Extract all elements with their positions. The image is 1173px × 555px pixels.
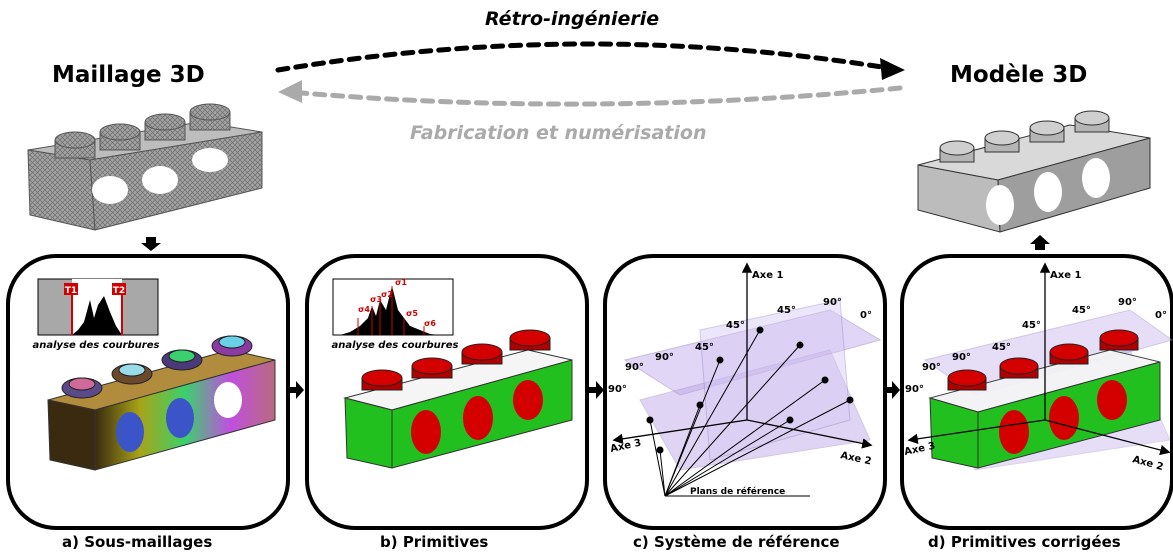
peak-label-2: σ2 [381,290,393,299]
angle-label-d7: 90° [922,362,941,373]
planes-label: Plans de référence [690,486,785,497]
angle-label-3: 90° [823,297,842,308]
panel-c-plane-markers [646,326,854,497]
axis-1-label: Axe 1 [752,270,783,281]
panel-b-histogram: σ1 σ2 σ3 σ4 σ5 σ6 [332,278,454,336]
angle-label-6: 90° [655,352,674,363]
reverse-engineering-arrow [275,41,903,73]
panel-c-caption: c) Système de référence [633,533,840,551]
panel-a-histogram-label: analyse des courbures [33,340,160,351]
right-title: Modèle 3D [950,62,1088,88]
fabrication-label: Fabrication et numérisation [410,122,707,144]
panel-a-segmented-brick [47,335,276,471]
panel-b-histogram-label: analyse des courbures [332,340,459,351]
angle-label-d2: 45° [1072,305,1091,316]
panel-d-corrected-brick [923,309,1173,471]
angle-label-4: 0° [860,310,872,321]
angle-label-d3: 90° [1118,297,1137,308]
angle-label-d4: 0° [1155,310,1167,321]
fabrication-arrowhead [278,80,302,103]
peak-label-3: σ3 [370,295,382,304]
axis-1-label-d: Axe 1 [1050,270,1081,281]
panel-d-axes [907,262,1171,456]
model-brick-icon [917,110,1151,233]
angle-label-2: 45° [777,305,796,316]
arrow-b-c [588,381,604,399]
down-arrow [141,237,161,251]
threshold-label-t1: T1 [65,286,77,296]
left-title: Maillage 3D [52,62,205,88]
angle-label-1: 45° [726,320,745,331]
angle-label-7: 90° [625,362,644,373]
peak-label-1: σ1 [395,278,407,287]
panel-b-primitive-brick [343,329,573,469]
panel-d-caption: d) Primitives corrigées [928,533,1121,551]
angle-label-d6: 90° [952,352,971,363]
arrow-a-b [288,381,304,399]
panel-b-caption: b) Primitives [380,533,489,551]
angle-label-5: 45° [695,342,714,353]
panel-a-caption: a) Sous-maillages [62,533,213,551]
angle-label-8: 90° [608,384,627,395]
peak-label-6: σ6 [424,319,436,328]
arrow-c-d [884,381,900,399]
angle-label-d5: 45° [992,342,1011,353]
panel-a-histogram: T1 T2 [37,278,159,336]
up-arrow [1030,235,1050,250]
peak-label-4: σ4 [358,305,370,314]
angle-label-d1: 45° [1022,320,1041,331]
reverse-engineering-arrowhead [880,58,905,80]
peak-label-5: σ5 [406,309,418,318]
mesh-brick-icon [27,103,263,231]
fabrication-arrow [287,85,903,107]
reverse-engineering-label: Rétro-ingénierie [485,8,660,30]
threshold-label-t2: T2 [113,286,125,296]
panel-c-axes [612,262,873,449]
angle-label-d8: 90° [905,384,924,395]
